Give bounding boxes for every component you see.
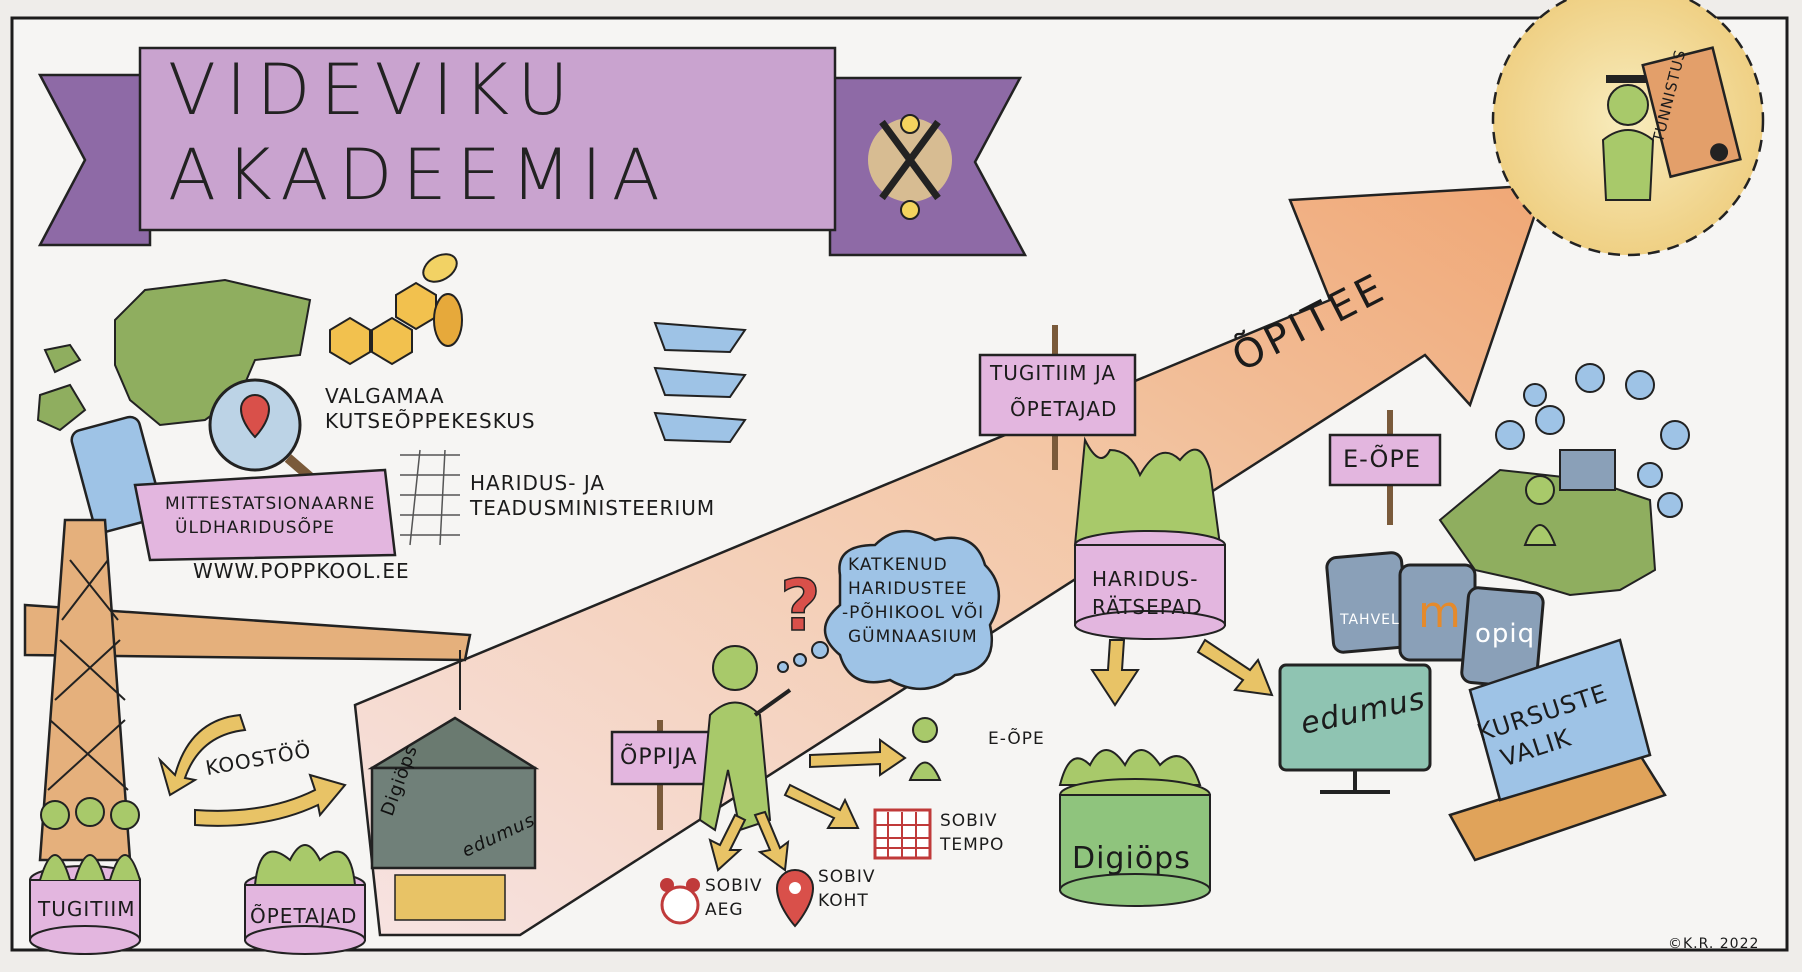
option-koht-2: KOHT — [818, 891, 869, 911]
group-tugitiim-label: TUGITIIM — [38, 897, 136, 921]
thought-cloud — [777, 529, 1001, 691]
option-e-ope: E-ÕPE — [988, 729, 1045, 749]
tugitiim-opetajad-sign — [978, 325, 1137, 470]
option-aeg-2: AEG — [705, 900, 744, 920]
opetajad-group — [244, 844, 366, 955]
cloud-line-3: -PÕHIKOOL VÕI — [842, 603, 985, 623]
estonia-map-right-icon — [1438, 449, 1657, 597]
sign-oppija: ÕPPIJA — [620, 745, 698, 770]
cloud-line-4: GÜMNAASIUM — [848, 627, 978, 647]
ministry-line-2: TEADUSMINISTEERIUM — [470, 496, 716, 520]
tailor-arrows — [1090, 638, 1274, 707]
cloud-line-2: HARIDUSTEE — [848, 579, 968, 599]
option-tempo-2: TEMPO — [940, 835, 1005, 855]
option-koht-1: SOBIV — [818, 867, 876, 887]
valga-line-2: KUTSEÕPPEKESKUS — [325, 409, 536, 433]
ministry-line-1: HARIDUS- JA — [470, 471, 606, 495]
haridusratsepad-group — [1073, 436, 1226, 640]
tahvel-label: TAHVEL — [1340, 612, 1400, 628]
option-aeg-1: SOBIV — [705, 876, 763, 896]
signature: ©K.R. 2022 — [1668, 936, 1760, 952]
tablets-group — [1325, 551, 1545, 689]
cloud-line-1: KATKENUD — [848, 555, 948, 575]
school-bubble — [133, 468, 397, 562]
estonia-map-icon — [36, 278, 312, 432]
svg-text:?: ? — [780, 565, 821, 647]
sign-tugitiim-line-2: ÕPETAJAD — [1010, 397, 1118, 421]
opiq-label: opiq — [1475, 619, 1536, 649]
valga-line-1: VALGAMAA — [325, 384, 445, 408]
certificate-icon — [1641, 46, 1742, 179]
sign-e-ope: E-ÕPE — [1343, 445, 1422, 473]
platform-house-icon — [367, 716, 540, 921]
haridus-line-2: RÄTSEPAD — [1092, 595, 1203, 619]
haridus-line-1: HARIDUS- — [1092, 567, 1199, 591]
group-opetajad-label: ÕPETAJAD — [250, 904, 358, 928]
goal-circle — [1491, 0, 1765, 257]
course-book-icon — [1448, 638, 1667, 862]
headset-learner-icon — [908, 717, 942, 781]
cooperation-arrows-icon — [157, 713, 347, 827]
question-mark-icon: ? — [779, 564, 821, 648]
digiops-box — [1058, 749, 1211, 907]
edumus-monitor-icon — [1278, 663, 1432, 794]
state-coat-of-arms-icon — [653, 321, 747, 444]
title-line-1: VIDEVIKU — [168, 49, 579, 131]
option-tempo-1: SOBIV — [940, 811, 998, 831]
tugitiim-group — [29, 797, 141, 955]
honeycomb-bee-icon — [329, 253, 463, 366]
title-line-2: AKADEEMIA — [168, 134, 670, 216]
school-line-2: ÜLDHARIDUSÕPE — [175, 518, 335, 538]
graduate-figure-icon — [1601, 75, 1655, 201]
crane-icon — [23, 518, 472, 862]
moodle-label: m — [1418, 587, 1462, 638]
learning-resources-icons — [1495, 363, 1690, 518]
sign-tugitiim-line-1: TUGITIIM JA — [990, 361, 1117, 385]
location-pin-icon — [775, 868, 815, 928]
magnifier-location-icon — [208, 378, 329, 494]
web-icon — [400, 449, 460, 546]
website-link[interactable]: WWW.POPPKOOL.EE — [193, 559, 410, 583]
digiops-box-label: Digiöps — [1072, 841, 1191, 876]
learner-figure-icon — [698, 645, 792, 832]
akadeemia-logo-icon — [868, 114, 952, 220]
e-ope-sign — [1328, 410, 1442, 525]
calendar-icon — [873, 808, 932, 860]
school-line-1: MITTESTATSIONAARNE — [165, 494, 376, 514]
option-arrows — [708, 738, 907, 872]
alarm-clock-icon — [660, 878, 700, 925]
